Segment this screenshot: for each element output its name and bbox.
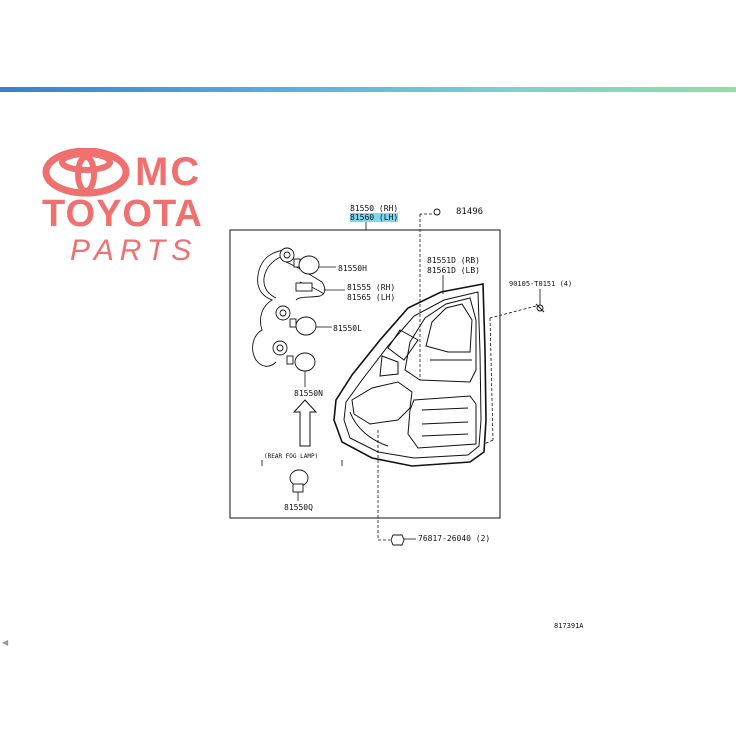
part-81555-rh-label: 81555 (RH) xyxy=(347,283,396,292)
part-76817-label: 76817-26040 (2) xyxy=(418,534,491,543)
assembly-frame xyxy=(229,229,501,519)
part-81550q-label: 81550Q xyxy=(284,503,313,512)
part-81550-rh-label: 81550 (RH) xyxy=(350,204,399,213)
nut-icon xyxy=(390,534,405,546)
part-81550h-label: 81550H xyxy=(338,264,367,273)
up-arrow-icon xyxy=(292,399,318,447)
socket-icon xyxy=(272,247,313,356)
top-gradient-bar xyxy=(0,87,736,92)
part-81565-lh-label: 81565 (LH) xyxy=(347,293,396,302)
bulb-icon xyxy=(286,255,320,372)
part-90105-label: 90105-T0151 (4) xyxy=(509,280,573,288)
lamp-lens-housing xyxy=(333,283,487,467)
logo-toyota-text: TOYOTA xyxy=(42,193,203,235)
mc-toyota-parts-logo: MC TOYOTA PARTS xyxy=(40,148,220,266)
part-81551d-rb-label: 81551D (RB) xyxy=(427,256,480,265)
screw-icon xyxy=(535,303,545,313)
logo-mc-text: MC xyxy=(135,150,202,194)
part-81561d-lb-label: 81561D (LB) xyxy=(427,266,480,275)
rear-fog-lamp-label: (REAR FOG LAMP) xyxy=(264,453,319,460)
part-81550n-label: 81550N xyxy=(294,389,323,398)
part-81560-lh-label: 81560 (LH) xyxy=(350,213,399,222)
clip-icon xyxy=(433,208,441,216)
logo-parts-text: PARTS xyxy=(70,234,198,267)
fog-bulb-icon xyxy=(289,469,309,493)
part-81496-label: 81496 xyxy=(456,207,484,217)
part-81550l-label: 81550L xyxy=(333,324,362,333)
scroll-left-icon[interactable]: ◀ xyxy=(2,638,9,647)
toyota-emblem-icon xyxy=(42,148,130,197)
diagram-code-label: 817391A xyxy=(554,622,584,630)
